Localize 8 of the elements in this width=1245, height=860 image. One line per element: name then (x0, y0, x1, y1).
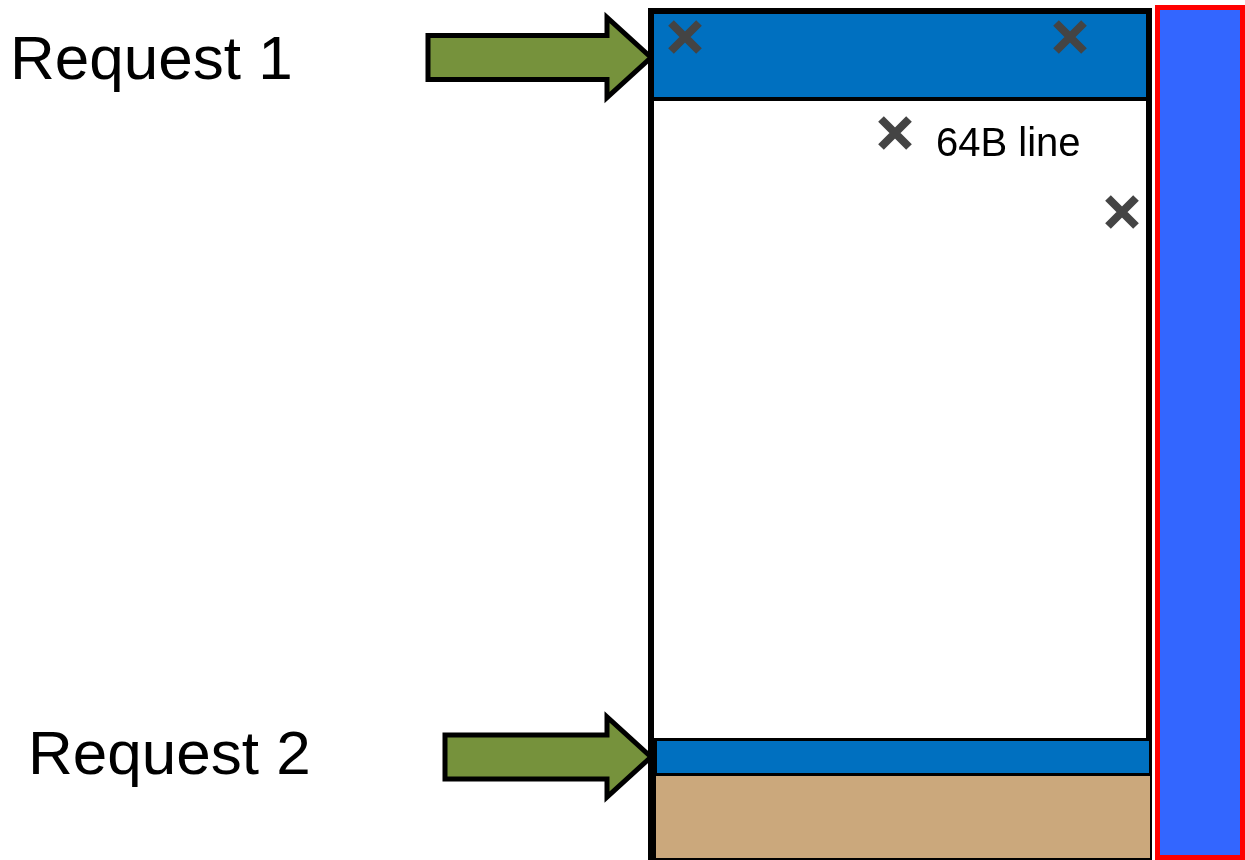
cache-line-bar (654, 14, 1146, 101)
memory-bar (1155, 5, 1245, 860)
text-label: 64B line (936, 120, 1081, 165)
request-label: Request 1 (10, 18, 428, 98)
filled-region-bar (654, 774, 1152, 860)
memory-block (648, 8, 1152, 860)
cache-line-bar (654, 738, 1152, 776)
request-label: Request 2 (28, 713, 445, 793)
